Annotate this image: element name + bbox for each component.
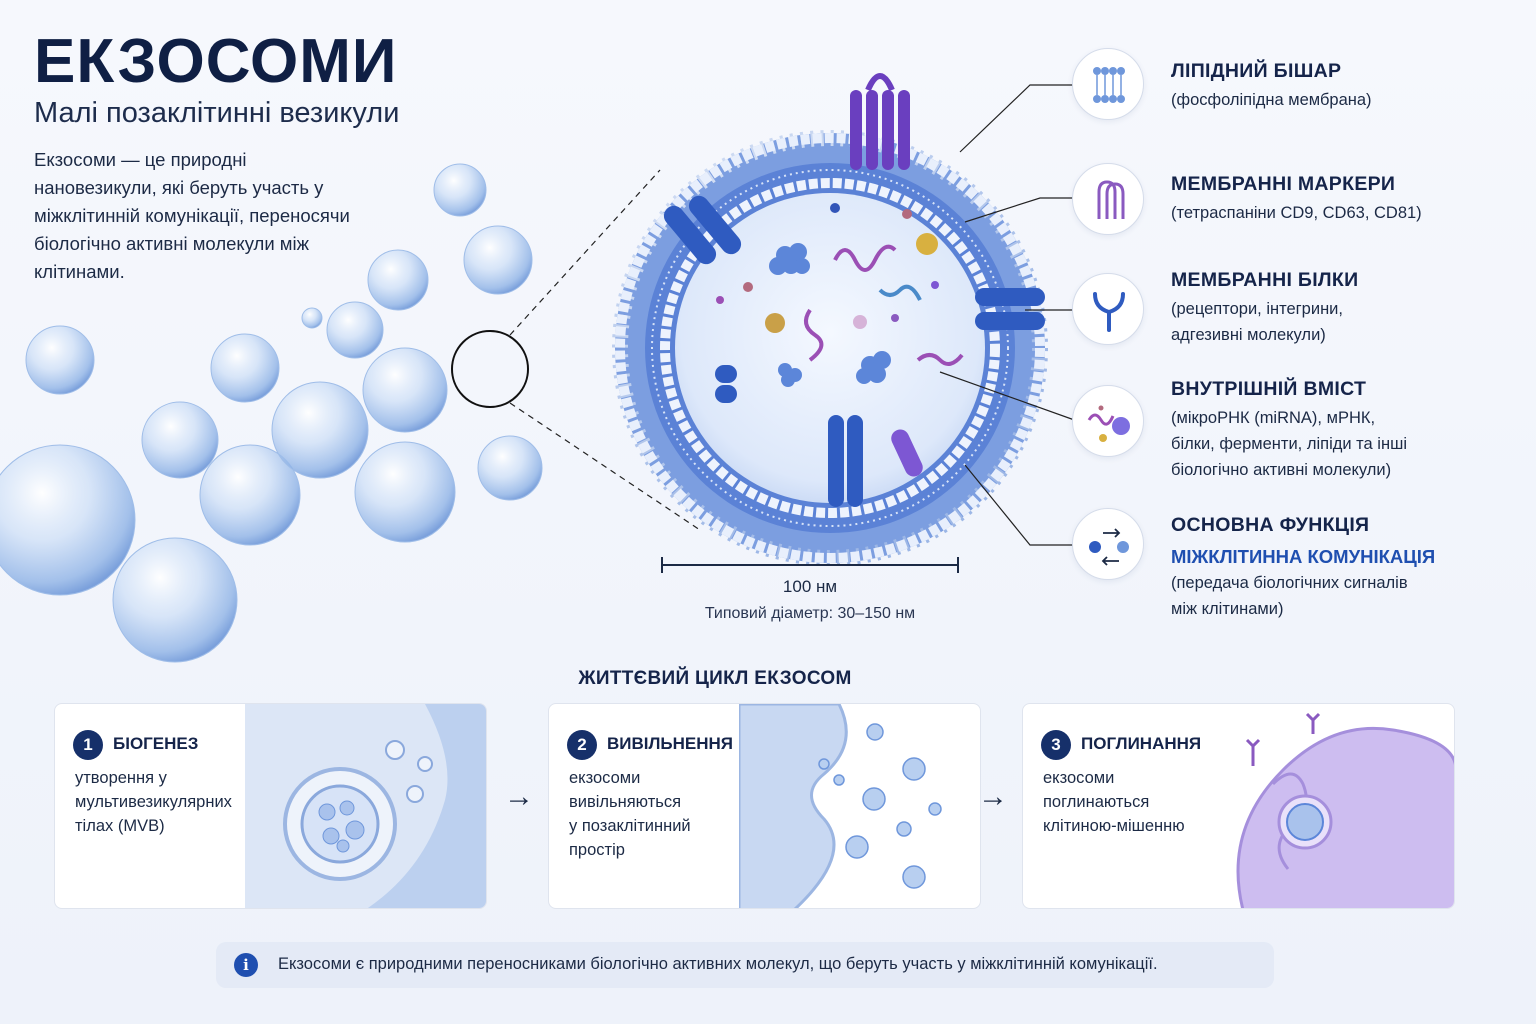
- release-illustration: [739, 704, 942, 908]
- legend-subtitle: (тетраспаніни CD9, CD63, CD81): [1171, 204, 1422, 222]
- footer-text: Екзосоми є природними переносниками біол…: [278, 955, 1158, 973]
- page-subtitle: Малі позаклітинні везикули: [34, 97, 400, 129]
- legend-title: МЕМБРАННІ БІЛКИ: [1171, 269, 1359, 291]
- legend-lipid-bilayer: ЛІПІДНИЙ БІШАР (фосфоліпідна мембрана): [1072, 48, 1512, 128]
- info-icon: i: [234, 953, 258, 977]
- legend-main-function: ОСНОВНА ФУНКЦІЯ МІЖКЛІТИННА КОМУНІКАЦІЯ …: [1072, 508, 1512, 618]
- step-number: 1: [73, 730, 103, 760]
- legend-title: ОСНОВНА ФУНКЦІЯ: [1171, 514, 1370, 536]
- scale-bar: [661, 557, 959, 573]
- legend-accent: МІЖКЛІТИННА КОМУНІКАЦІЯ: [1171, 546, 1436, 567]
- mvb-illustration: [245, 704, 486, 908]
- step-description: утворення у мультивезикулярних тілах (MV…: [75, 769, 232, 835]
- lifecycle-card-biogenesis: 1 БІОГЕНЕЗ утворення у мультивезикулярни…: [54, 703, 487, 909]
- step-description: екзосоми вивільняються у позаклітинний п…: [569, 769, 691, 859]
- legend-membrane-proteins: МЕМБРАННІ БІЛКИ (рецептори, інтегрини, а…: [1072, 269, 1512, 363]
- step-number: 3: [1041, 730, 1071, 760]
- lipid-bilayer-icon: [1072, 48, 1144, 120]
- legend-title: ВНУТРІШНІЙ ВМІСТ: [1171, 378, 1367, 400]
- lifecycle-card-uptake: 3 ПОГЛИНАННЯ екзосоми поглинаються кліти…: [1022, 703, 1455, 909]
- intro-paragraph: Екзосоми — це природні нановезикули, які…: [34, 149, 350, 282]
- legend-subtitle: (фосфоліпідна мембрана): [1171, 91, 1372, 109]
- exchange-icon: [1072, 508, 1144, 580]
- legend-subtitle: (передача біологічних сигналів між кліти…: [1171, 574, 1408, 618]
- lifecycle-arrow-1: →: [504, 780, 534, 813]
- typical-diameter: Типовий діаметр: 30–150 нм: [704, 605, 916, 622]
- lifecycle-title: ЖИТТЄВИЙ ЦИКЛ ЕКЗОСОМ: [578, 668, 852, 689]
- exosome-cross-section-diagram: [451, 73, 1081, 566]
- step-title: ПОГЛИНАННЯ: [1081, 734, 1202, 753]
- lifecycle-card-release: 2 ВИВІЛЬНЕННЯ екзосоми вивільняються у п…: [548, 703, 981, 909]
- legend-subtitle: (мікроРНК (miRNA), мРНК, білки, ферменти…: [1171, 409, 1407, 479]
- exosome-bubbles-illustration: [0, 163, 543, 663]
- legend-title: ЛІПІДНИЙ БІШАР: [1171, 60, 1342, 82]
- step-title: БІОГЕНЕЗ: [113, 734, 199, 753]
- zoom-circle: [451, 330, 529, 408]
- legend-internal-content: ВНУТРІШНІЙ ВМІСТ (мікроРНК (miRNA), мРНК…: [1072, 378, 1512, 485]
- legend-membrane-markers: МЕМБРАННІ МАРКЕРИ (тетраспаніни CD9, CD6…: [1072, 163, 1512, 243]
- legend-subtitle: (рецептори, інтегрини, адгезивні молекул…: [1171, 300, 1343, 344]
- tetraspanin-icon: [1072, 163, 1144, 235]
- cargo-icon: [1072, 385, 1144, 457]
- page-title: ЕКЗОСОМИ: [34, 27, 398, 96]
- step-number: 2: [567, 730, 597, 760]
- uptake-illustration: [1236, 712, 1454, 908]
- legend-title: МЕМБРАННІ МАРКЕРИ: [1171, 173, 1396, 195]
- scale-label: 100 нм: [782, 577, 838, 596]
- lifecycle-arrow-2: →: [978, 780, 1008, 813]
- receptor-icon: [1072, 273, 1144, 345]
- footer-note: i Екзосоми є природними переносниками бі…: [216, 942, 1274, 988]
- step-description: екзосоми поглинаються клітиною-мішенню: [1043, 769, 1185, 835]
- step-title: ВИВІЛЬНЕННЯ: [607, 734, 734, 753]
